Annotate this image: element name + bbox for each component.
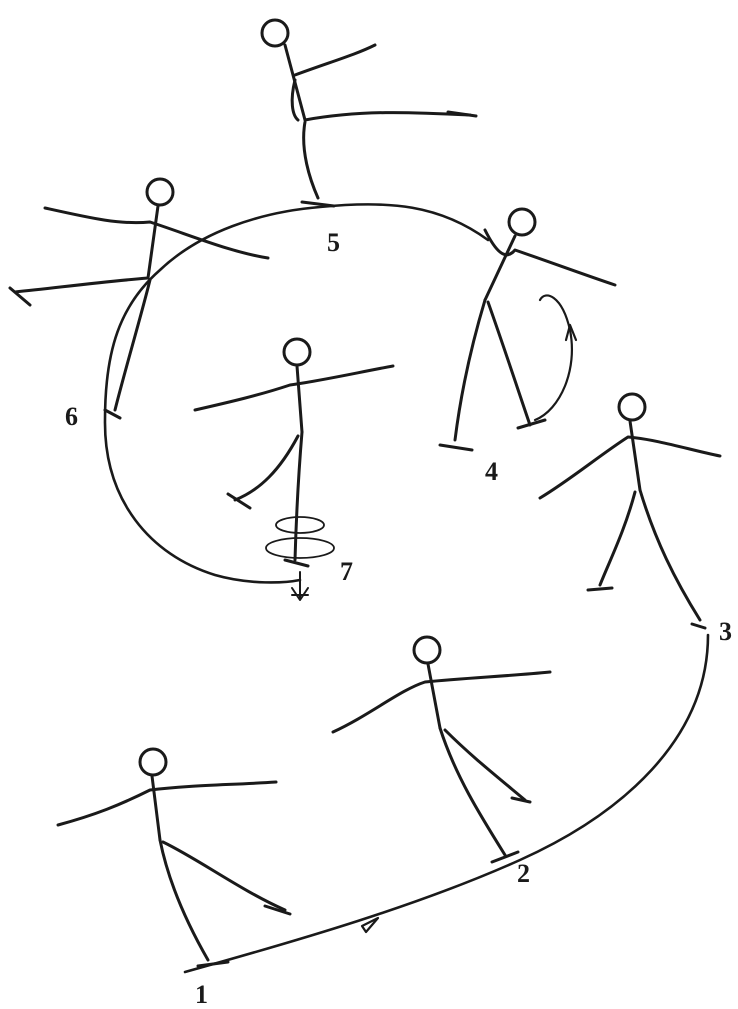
station-labels: 1 2 3 4 5 6 7 (65, 228, 732, 1009)
spin-down-arrow-icon (292, 572, 308, 600)
skating-path (105, 204, 708, 972)
station-label-4: 4 (485, 457, 498, 486)
skater-figure-3 (540, 394, 720, 628)
head (140, 749, 166, 775)
head (509, 209, 535, 235)
skater-figure-5 (262, 20, 476, 206)
head (147, 179, 173, 205)
skater-figure-2 (333, 637, 550, 862)
head (284, 339, 310, 365)
station-label-2: 2 (517, 859, 530, 888)
spin-mark (276, 517, 324, 533)
skater-figure-1 (58, 749, 290, 966)
station-label-1: 1 (195, 980, 208, 1009)
head (414, 637, 440, 663)
head (262, 20, 288, 46)
spin-mark (266, 538, 334, 558)
station-label-6: 6 (65, 402, 78, 431)
station-label-7: 7 (340, 557, 353, 586)
head (619, 394, 645, 420)
station-label-5: 5 (327, 228, 340, 257)
path-segment-1-to-3 (185, 635, 708, 972)
skater-figure-6 (10, 179, 268, 418)
skater-figure-4 (440, 209, 615, 450)
station-label-3: 3 (719, 617, 732, 646)
path-segment-4-loop (535, 295, 572, 420)
